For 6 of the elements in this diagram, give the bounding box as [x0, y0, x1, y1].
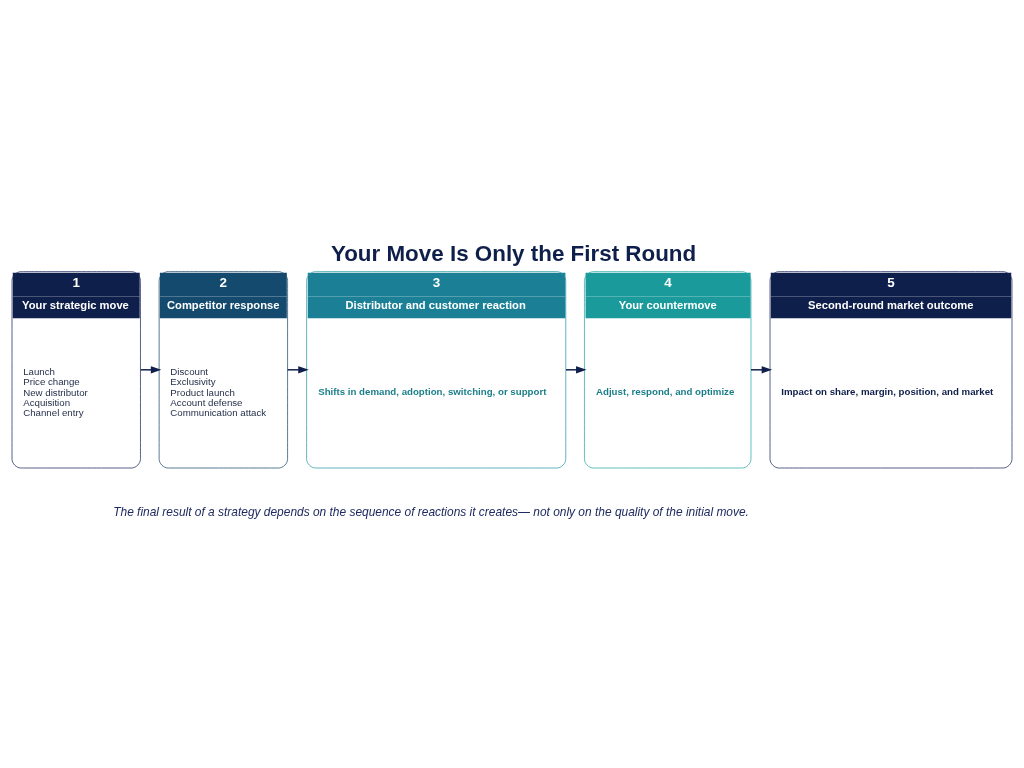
arrow [286, 366, 309, 374]
caption: The final result of a strategy depends on the sequence of reactions it creates— not only on the quality of the initial move. [113, 504, 749, 519]
arrow [139, 366, 162, 374]
arrow [750, 366, 773, 374]
diagram-title: Your Move Is Only the First Round [330, 241, 697, 267]
arrow [565, 366, 587, 374]
